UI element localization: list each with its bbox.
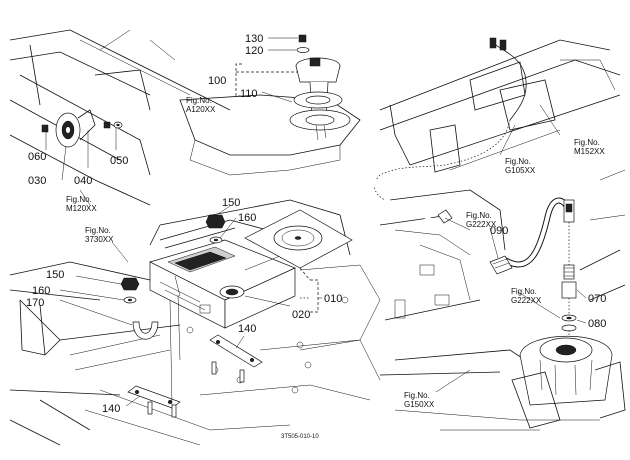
part-label-020: 020 (292, 309, 310, 321)
leader-lines (45, 37, 587, 407)
part-label-070: 070 (588, 293, 606, 305)
fig-ref-g222-upper-line2: G222XX (466, 220, 497, 229)
part-label-170: 170 (26, 297, 44, 309)
part-label-010: 010 (324, 293, 342, 305)
drawing-code: 3T505-010-10 (281, 434, 319, 440)
fig-ref-a120-line2: A120XX (186, 105, 216, 114)
cd-disc-plate (244, 209, 353, 269)
part-label-030: 030 (28, 175, 46, 187)
part-label-150-left: 150 (46, 269, 64, 281)
fuel-sender-assembly (289, 34, 351, 141)
part-label-060: 060 (28, 151, 46, 163)
fig-ref-g150-line2: G150XX (404, 400, 435, 409)
part-label-150-right: 150 (222, 197, 240, 209)
part-label-100: 100 (208, 75, 226, 87)
part-label-110: 110 (240, 88, 258, 100)
part-label-140-left: 140 (102, 403, 120, 415)
fig-ref-m152-line2: M152XX (574, 147, 605, 156)
fig-ref-g105-line1: Fig.No. (505, 157, 531, 166)
figure-reference-labels: Fig.No. A120XX Fig.No. M120XX Fig.No. 37… (66, 96, 605, 409)
part-label-080: 080 (588, 318, 606, 330)
part-label-050: 050 (110, 155, 128, 167)
part-label-040: 040 (74, 175, 92, 187)
part-label-160-left: 160 (32, 285, 50, 297)
part-number-labels: 130 120 100 110 060 030 040 050 150 160 … (26, 33, 606, 415)
fig-ref-g222-upper-line1: Fig.No. (466, 211, 492, 220)
part-label-140-right: 140 (238, 323, 256, 335)
fig-ref-g222-lower-line1: Fig.No. (511, 287, 537, 296)
fig-ref-3730-line1: Fig.No. (85, 226, 111, 235)
sender-and-housing (511, 222, 626, 429)
fig-ref-3730-line2: 3730XX (85, 235, 114, 244)
part-label-090: 090 (490, 225, 508, 237)
fig-ref-g222-lower-line2: G222XX (511, 296, 542, 305)
fig-ref-g150-line1: Fig.No. (404, 391, 430, 400)
fig-ref-m152-line1: Fig.No. (574, 138, 600, 147)
part-label-130: 130 (245, 33, 263, 45)
fig-ref-m120-line2: M120XX (66, 204, 97, 213)
mounting-plates (127, 294, 263, 418)
fig-ref-a120-line1: Fig.No. (186, 96, 212, 105)
controller-box (149, 214, 296, 329)
horn-assembly (41, 109, 123, 148)
part-label-120: 120 (245, 45, 263, 57)
fig-ref-g105-line2: G105XX (505, 166, 536, 175)
fig-ref-m120-line1: Fig.No. (66, 195, 92, 204)
part-label-160-right: 160 (238, 212, 256, 224)
